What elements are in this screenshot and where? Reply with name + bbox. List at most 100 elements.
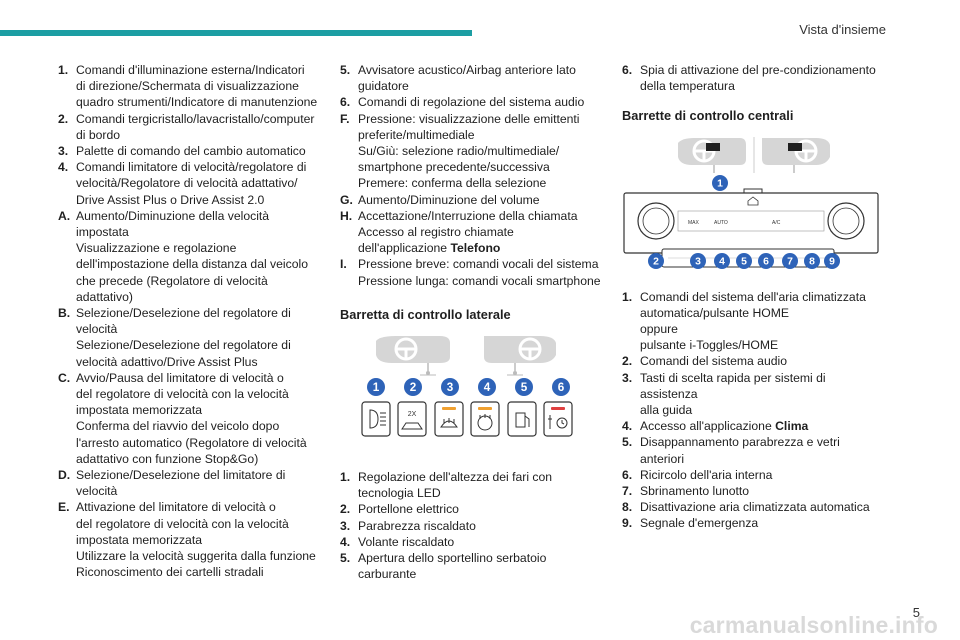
callout-number: 1 — [373, 381, 380, 394]
legend-line: che precede (Regolatore di velocità — [76, 273, 268, 288]
heated-steering-wheel-button[interactable] — [470, 401, 500, 437]
callout-badge — [712, 174, 728, 191]
legend-line: velocità/Regolatore di velocità adattati… — [76, 176, 298, 191]
legend-item: 1.Comandi del sistema dell'aria climatiz… — [622, 289, 884, 354]
legend-text: Parabrezza riscaldato — [358, 518, 602, 534]
legend-line: Riconoscimento dei cartelli stradali — [76, 565, 264, 580]
fuel-flap-button[interactable] — [507, 401, 537, 437]
legend-key: 5. — [340, 551, 351, 566]
legend-line-prefix: Accesso all'applicazione — [640, 419, 776, 434]
legend-text: Avvio/Pausa del limitatore di velocità o… — [76, 370, 320, 467]
max-label: MAX — [688, 220, 700, 226]
legend-list-steering-wheel: 5. Avvisatore acustico/Airbag anteriore l… — [340, 62, 602, 289]
legend-text: Pressione: visualizzazione delle emitten… — [358, 111, 602, 192]
legend-line: Comandi limitatore di velocità/regolator… — [76, 160, 307, 175]
callout-badge — [552, 378, 570, 397]
legend-line: della temperatura — [640, 79, 735, 94]
legend-list-col3-top: 6.Spia di attivazione del pre-condiziona… — [622, 62, 884, 94]
legend-line: preferite/multimediale — [358, 127, 475, 142]
callout-number: 5 — [741, 256, 747, 267]
legend-line: di bordo — [76, 127, 121, 142]
legend-item: 4.Volante riscaldato — [340, 534, 602, 550]
legend-line: Avvisatore acustico/Airbag anteriore lat… — [358, 63, 576, 77]
legend-item: 3.Parabrezza riscaldato — [340, 518, 602, 534]
legend-line: Utilizzare la velocità suggerita dalla f… — [76, 549, 316, 564]
legend-item: 7.Sbrinamento lunotto — [622, 483, 884, 499]
legend-text: Comandi limitatore di velocità/regolator… — [76, 159, 320, 208]
legend-text: Volante riscaldato — [358, 534, 602, 550]
callout-number: 1 — [717, 178, 723, 189]
fuel-pump-icon — [515, 412, 526, 428]
legend-item: 4. Comandi limitatore di velocità/regolat… — [58, 159, 320, 208]
legend-key: 9. — [622, 516, 633, 531]
legend-item: D.Selezione/Deselezione del limitatore d… — [58, 467, 320, 499]
callout-number: 6 — [763, 256, 769, 267]
callout-badge — [824, 252, 840, 269]
legend-key: 1. — [340, 470, 351, 485]
legend-line: velocità adattivo/Drive Assist Plus — [76, 354, 258, 369]
legend-line: alla guida — [640, 403, 693, 418]
legend-line: Pressione lunga: comandi vocali smartpho… — [358, 273, 601, 288]
windscreen-heat-icon — [440, 418, 458, 428]
legend-line: Comandi del sistema dell'aria climatizza… — [640, 289, 866, 304]
legend-line: Pressione: visualizzazione delle emitten… — [358, 111, 580, 126]
legend-text: Portellone elettrico — [358, 501, 602, 517]
legend-key: 5. — [340, 63, 351, 77]
legend-line: Segnale d'emergenza — [640, 516, 759, 531]
legend-line: Tasti di scelta rapida per sistemi di as… — [640, 370, 826, 401]
legend-line: Aumento/Diminuzione del volume — [358, 192, 540, 207]
callout-badge — [478, 378, 496, 397]
legend-text: Aumento/Diminuzione del volume — [358, 192, 602, 208]
legend-item: 8.Disattivazione aria climatizzata autom… — [622, 499, 884, 515]
legend-key: 1. — [58, 63, 69, 77]
legend-text: Comandi tergicristallo/lavacristallo/com… — [76, 111, 320, 143]
callout-number: 3 — [695, 256, 701, 267]
steering-wheel-left-icon — [376, 336, 450, 376]
legend-line: Avvio/Pausa del limitatore di velocità o — [76, 370, 284, 385]
section-title: Vista d'insieme — [799, 22, 886, 37]
legend-item: C.Avvio/Pausa del limitatore di velocità… — [58, 370, 320, 467]
legend-line: Aumento/Diminuzione della velocità — [76, 208, 270, 223]
callout-number: 3 — [447, 381, 454, 394]
legend-line: Visualizzazione e regolazione — [76, 241, 237, 256]
legend-text: Spia di attivazione del pre-condizioname… — [640, 62, 884, 94]
legend-line: Sbrinamento lunotto — [640, 484, 750, 499]
legend-line: Palette di comando del cambio automatico — [76, 144, 306, 159]
legend-key: 5. — [622, 435, 633, 450]
legend-text: Accesso all'applicazione Clima — [640, 418, 884, 434]
column-3: 6.Spia di attivazione del pre-condiziona… — [622, 62, 884, 532]
legend-key: H. — [340, 208, 353, 223]
legend-text: Comandi d'illuminazione esterna/Indicato… — [76, 62, 320, 111]
legend-item: H.Accettazione/Interruzione della chiama… — [340, 208, 602, 257]
legend-item: 6.Ricircolo dell'aria interna — [622, 467, 884, 483]
legend-key: 4. — [58, 160, 69, 175]
legend-item: 2.Comandi tergicristallo/lavacristallo/c… — [58, 111, 320, 143]
callout-number: 2 — [410, 381, 417, 394]
headlamp-height-button[interactable] — [361, 401, 391, 437]
legend-line: Volante riscaldato — [358, 534, 455, 549]
legend-key: I. — [340, 257, 347, 272]
column-1: 1. Comandi d'illuminazione esterna/Indica… — [58, 62, 320, 581]
legend-app-name: Telefono — [450, 241, 501, 256]
legend-line: del regolatore di velocità con la veloci… — [76, 387, 289, 402]
tailgate-2x-label: 2X — [408, 411, 417, 418]
legend-line: Disappannamento parabrezza e vetri anter… — [640, 435, 840, 466]
legend-line: adattativo) — [76, 289, 133, 304]
legend-line: oppure — [640, 322, 678, 337]
tailgate-icon — [401, 422, 423, 430]
legend-line: Parabrezza riscaldato — [358, 518, 476, 533]
legend-key: 6. — [340, 95, 351, 110]
legend-line: Portellone elettrico — [358, 502, 459, 517]
legend-line: adattativo con funzione Stop&Go) — [76, 451, 259, 466]
legend-line: automatica/pulsante HOME — [640, 305, 790, 320]
legend-list-steering-controls: 1. Comandi d'illuminazione esterna/Indica… — [58, 62, 320, 581]
tailgate-button[interactable] — [397, 401, 427, 437]
legend-line: Disattivazione aria climatizzata automat… — [640, 500, 870, 515]
legend-key: E. — [58, 500, 70, 515]
precondition-clock-icon — [556, 417, 568, 429]
legend-line: di direzione/Schermata di visualizzazion… — [76, 79, 299, 94]
callout-badge — [690, 252, 706, 269]
home-icon — [747, 196, 759, 206]
legend-key: G. — [340, 192, 353, 207]
